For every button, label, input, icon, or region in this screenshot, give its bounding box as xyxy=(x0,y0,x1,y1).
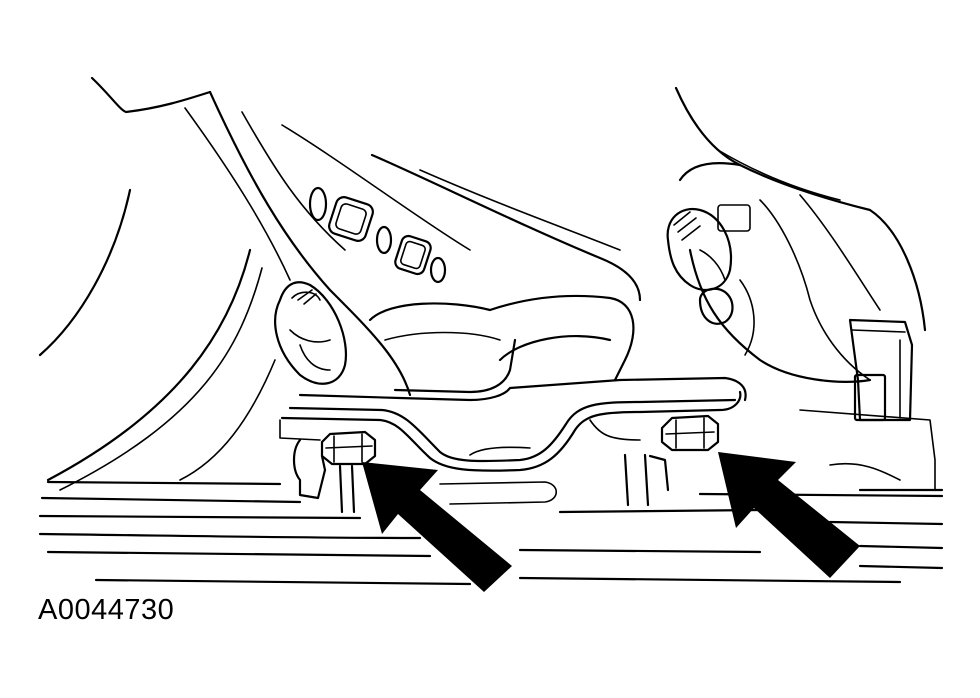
crossmember xyxy=(279,294,747,472)
frame-rails xyxy=(38,480,944,586)
right-callout-arrow xyxy=(718,452,860,578)
right-connector xyxy=(666,207,755,356)
left-callout-arrow xyxy=(362,462,512,592)
right-mount-nut xyxy=(623,414,720,507)
access-holes xyxy=(308,186,447,284)
body-outline xyxy=(38,76,642,491)
figure-reference-code: A0044730 xyxy=(38,594,175,626)
left-mount-nut xyxy=(292,430,377,514)
left-connector xyxy=(274,281,348,385)
right-body-outline xyxy=(674,86,936,491)
